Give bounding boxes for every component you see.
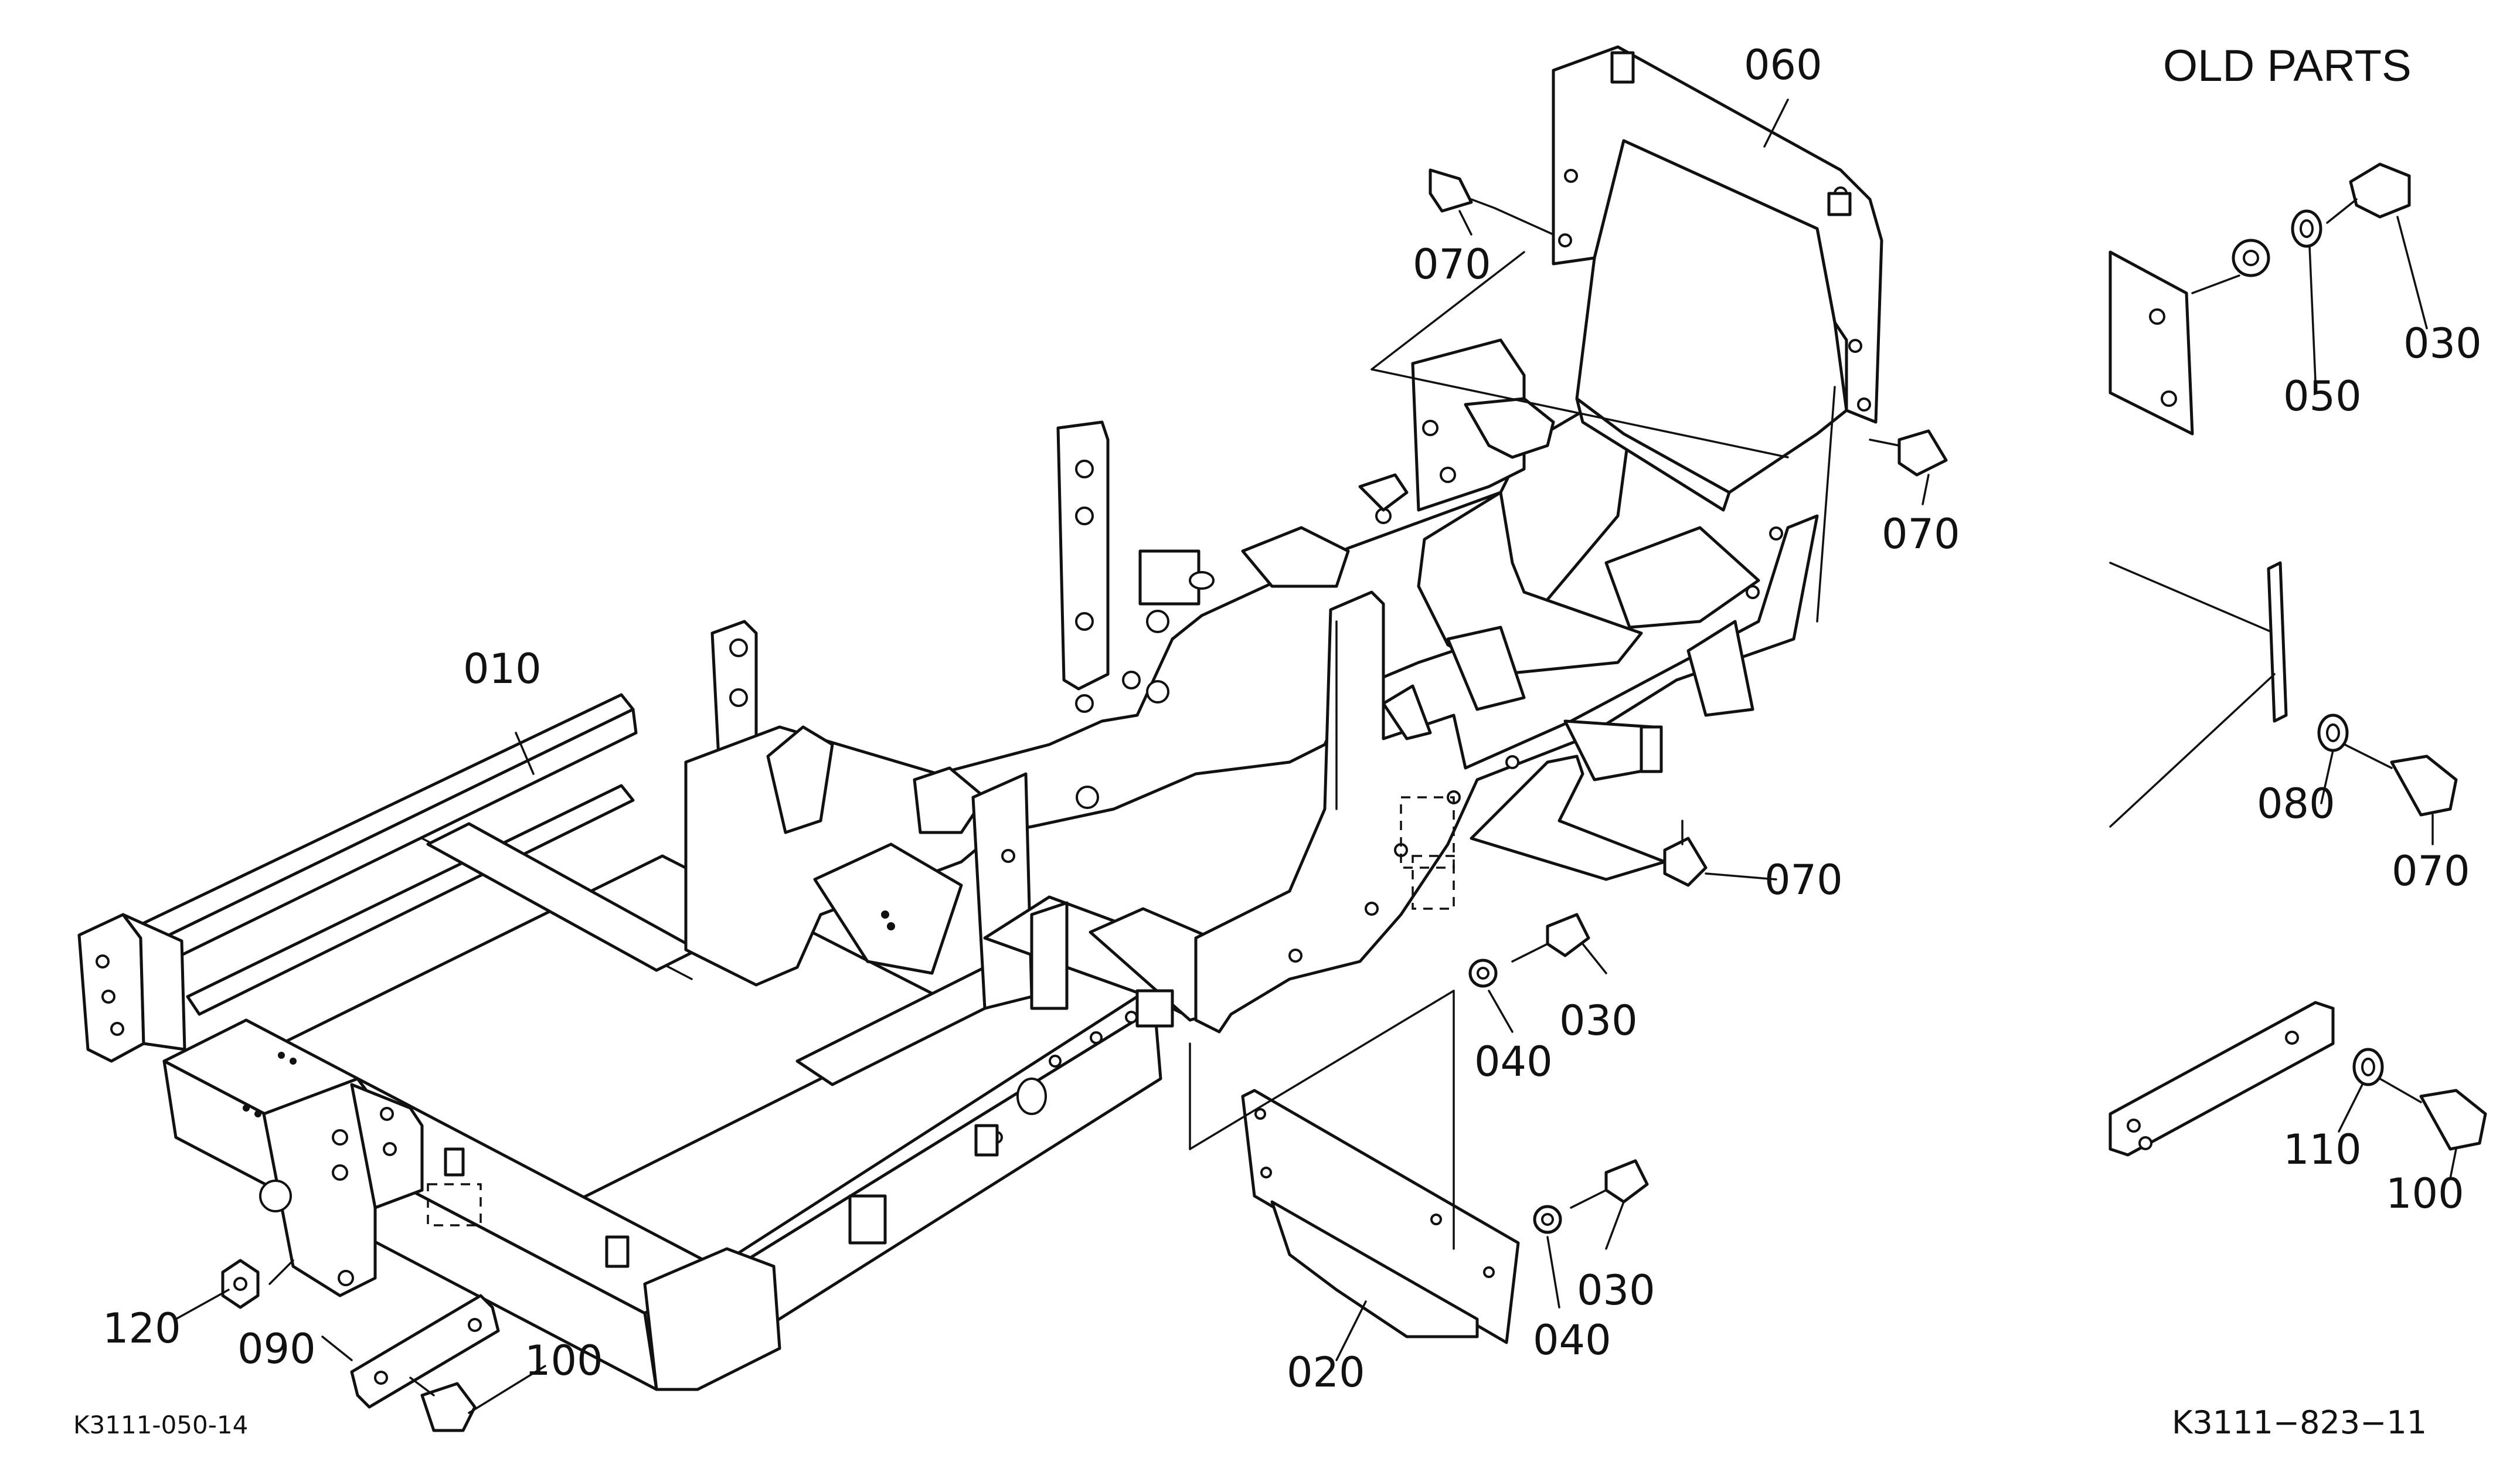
callout-080: 080 xyxy=(2257,780,2335,828)
callout-070-old: 070 xyxy=(2392,847,2470,895)
callout-020: 020 xyxy=(1287,1348,1365,1396)
old-parts-panel-2 xyxy=(2109,561,2458,828)
main-frame-010 xyxy=(77,693,1162,1391)
callout-070-mid: 070 xyxy=(1764,856,1843,904)
callout-030-lower: 030 xyxy=(1577,1266,1655,1314)
callout-030-old: 030 xyxy=(2403,320,2482,368)
center-frame xyxy=(684,338,1819,1344)
callout-120: 120 xyxy=(103,1304,181,1353)
figure-code-old-parts: K3111−823−11 xyxy=(2172,1404,2427,1441)
callout-070-top: 070 xyxy=(1413,240,1491,288)
callout-070-right: 070 xyxy=(1882,510,1960,558)
old-parts-panel-1 xyxy=(2108,162,2411,436)
cover-plate-060 xyxy=(1370,45,1883,623)
callout-040-lower: 040 xyxy=(1533,1316,1611,1364)
callout-100-main: 100 xyxy=(525,1337,603,1385)
old-parts-title: OLD PARTS xyxy=(2163,41,2412,91)
figure-code-main: K3111-050-14 xyxy=(73,1411,248,1439)
callout-100-old: 100 xyxy=(2386,1170,2464,1218)
hardware-main xyxy=(221,168,1948,1432)
callout-010: 010 xyxy=(463,645,542,693)
callout-050: 050 xyxy=(2283,372,2362,420)
callout-090: 090 xyxy=(237,1325,316,1373)
callout-060: 060 xyxy=(1744,41,1822,89)
callout-030-upper: 030 xyxy=(1559,997,1638,1045)
callout-040-upper: 040 xyxy=(1474,1038,1553,1086)
old-parts-panel-3 xyxy=(2108,1001,2487,1157)
callout-110: 110 xyxy=(2283,1126,2362,1174)
leader-lines xyxy=(175,98,2457,1414)
